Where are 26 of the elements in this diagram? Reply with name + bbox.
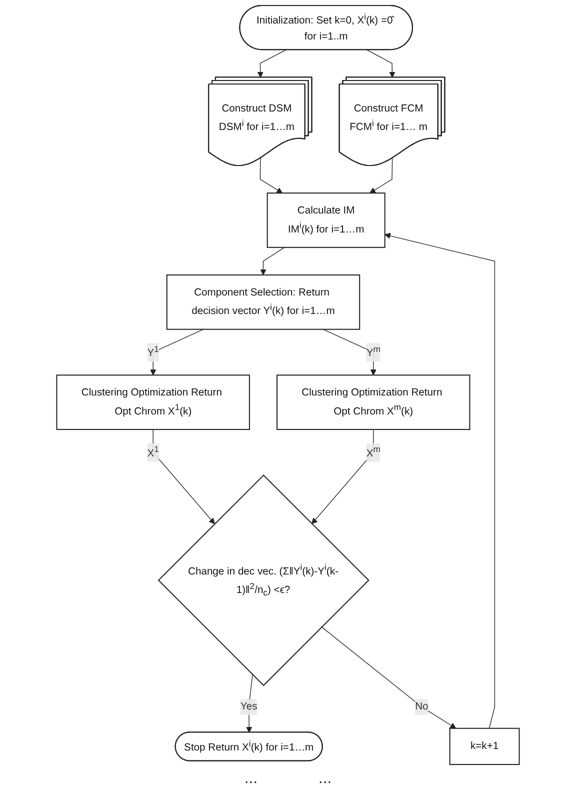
edge-label: Yes [240, 700, 258, 712]
edge-label: X$^{1}$ [147, 444, 159, 460]
node-box: Clustering Optimization Return Opt Chrom X$^{m}$(k) [276, 374, 470, 430]
arrow [260, 158, 283, 194]
arrow [322, 328, 376, 376]
edge-label: Y$^{1}$ [147, 344, 159, 359]
node-box: Calculate IM IM$^{i}$(k) for i=1…m [266, 192, 386, 248]
ellipsis-label: … [244, 770, 258, 788]
node-box: Clustering Optimization Return Opt Chrom X$^{1}$(k) [56, 374, 250, 430]
edge-label: No [415, 700, 428, 712]
arrow [384, 232, 496, 729]
arrow [257, 50, 286, 78]
arrow [150, 328, 204, 376]
ellipsis-label: … [318, 770, 332, 788]
edge-label: X$^{m}$ [366, 444, 380, 460]
node-box: Component Selection: Return decision vector Y$^{i}$(k) for i=1…m [166, 274, 360, 330]
arrow [260, 247, 285, 276]
arrow [370, 158, 393, 194]
arrow [366, 50, 396, 78]
arrow [246, 674, 253, 733]
node-box: k=k+1 [449, 728, 520, 765]
arrow [152, 429, 215, 524]
node-diamond: Change in dec vec. (Σ‖Y$^{i}$(k)-Y$^{i}$(k-1)‖$^{2}$/n$_{c}$) <ϵ? [158, 474, 370, 686]
edge-label: Y$^{m}$ [366, 344, 380, 359]
arrow [312, 429, 374, 524]
arrow [321, 626, 456, 729]
